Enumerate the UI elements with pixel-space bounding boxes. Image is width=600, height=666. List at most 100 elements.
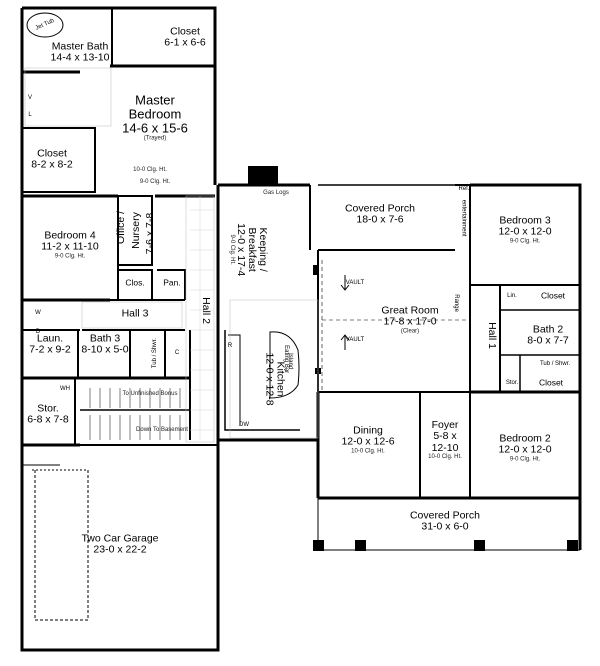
gas-logs-label: Gas Logs: [263, 189, 289, 196]
garage-dim: 23-0 x 22-2: [93, 544, 147, 556]
bath3-tub-label: Tub / Shwr.: [151, 338, 158, 369]
covered-porch-top-name: Covered Porch: [344, 202, 416, 215]
master-bath-label: Master Bath 14-4 x 13-10: [50, 40, 110, 65]
bedroom2-name: Bedroom 2: [499, 432, 551, 445]
keeping-dim: 12-0 x 17-4: [235, 223, 248, 277]
hall1-name: Hall 1: [485, 322, 498, 349]
bedroom4-clg: 9-0 Clg. Ht.: [54, 253, 86, 260]
bedroom3-clg: 9-0 Clg. Ht.: [509, 238, 541, 245]
dining-name: Dining: [353, 424, 383, 437]
kitchen-dim: 12-0 x 12-8: [263, 352, 276, 406]
great-room-dim: 17-8 x 17-0: [383, 315, 437, 328]
foyer-dim2: 12-10: [431, 441, 459, 454]
range-label: Range: [452, 294, 459, 312]
covered-porch-bottom-name: Covered Porch: [409, 509, 481, 522]
walls: [20, 6, 582, 652]
to-bonus-label: To Unfinished Bonus: [122, 390, 178, 397]
garage-label: Two Car Garage 23-0 x 22-2: [81, 532, 159, 557]
laun-dim: 7-2 x 9-2: [29, 344, 71, 356]
master-bedroom-clg1: 10-0 Clg. Ht.: [133, 166, 167, 173]
master-bedroom-note: (Trayed): [143, 135, 167, 142]
clos-label: Clos.: [125, 277, 145, 288]
stor-left-label: Stor. 6-8 x 7-8: [27, 402, 69, 427]
bath2-name: Bath 2: [532, 323, 564, 336]
garage-door: [34, 470, 89, 621]
r-label: R: [227, 342, 233, 349]
hall1-label: Hall 1: [485, 322, 498, 349]
ref-label: Ref.: [458, 185, 470, 192]
master-bedroom-clg2: 9-0 Clg. Ht.: [139, 178, 171, 185]
closet-top-dim: 6-1 x 6-6: [164, 37, 206, 49]
bath2-label: Bath 2 8-0 x 7-7: [527, 323, 568, 348]
master-bedroom-label: Master Bedroom 14-6 x 15-6 (Trayed): [122, 92, 188, 143]
bath3-name: Bath 3: [89, 332, 121, 345]
hall2-label: Hall 2: [199, 297, 212, 324]
bedroom3-dim: 12-0 x 12-0: [498, 225, 552, 238]
closet-left-label: Closet 8-2 x 8-2: [31, 148, 73, 172]
vault-arrows: [340, 275, 350, 350]
master-bath-dim: 14-4 x 13-10: [50, 52, 110, 64]
closet-left-dim: 8-2 x 8-2: [31, 159, 73, 171]
stor-right-label: Stor.: [505, 379, 519, 386]
vault-label-1: VAULT: [345, 279, 365, 286]
foyer-dim1: 5-8 x: [433, 430, 457, 443]
covered-porch-bottom-label: Covered Porch 31-0 x 6-0: [409, 509, 481, 534]
pan-label: Pan.: [163, 277, 181, 288]
dining-clg: 10-0 Clg. Ht.: [351, 448, 385, 455]
hall3-label: Hall 3: [121, 307, 149, 320]
covered-porch-bottom-dim: 31-0 x 6-0: [421, 521, 469, 533]
office-dim: 7-6 x 7-8: [144, 212, 157, 255]
master-bath-name: Master Bath: [51, 40, 109, 53]
bedroom4-name: Bedroom 4: [44, 229, 96, 242]
dining-dim: 12-0 x 12-6: [341, 435, 395, 448]
stor-left-dim: 6-8 x 7-8: [27, 414, 69, 426]
wh-label: WH: [60, 385, 70, 392]
master-bedroom-name: Master Bedroom: [128, 92, 182, 122]
great-room-label: Great Room 17-8 x 17-0 (Clear): [381, 305, 438, 334]
office-name2: Nursery: [129, 212, 142, 249]
stairs: [89, 388, 181, 440]
foyer-label: Foyer 5-8 x 12-10 10-0 Clg. Ht.: [428, 418, 462, 460]
stor-left-name: Stor.: [37, 402, 59, 415]
l-label: L: [28, 111, 32, 118]
v-label: V: [27, 94, 33, 101]
foyer-name: Foyer: [431, 418, 459, 431]
bath2-tub-label: Tub / Shwr.: [539, 360, 571, 367]
covered-porch-top-dim: 18-0 x 7-6: [356, 214, 404, 226]
island: [269, 331, 300, 399]
bath3-dim: 8-10 x 5-0: [81, 344, 129, 356]
laun-name: Laun.: [36, 332, 64, 345]
covered-porch-top-label: Covered Porch 18-0 x 7-6: [344, 202, 416, 227]
keeping-label: Keeping / Breakfast 12-0 x 17-4 9-0 Clg.…: [229, 223, 270, 277]
keeping-name2: Breakfast: [246, 227, 259, 272]
hall2-name: Hall 2: [199, 297, 212, 324]
porch-columns: [313, 265, 578, 551]
foyer-clg: 10-0 Clg. Ht.: [428, 453, 462, 460]
office-label: Office /: [115, 211, 127, 244]
bath3-label: Bath 3 8-10 x 5-0: [81, 332, 129, 357]
down-basement-label: Down To Basement: [136, 426, 188, 433]
washer-label: W: [35, 309, 41, 316]
dryer-label: D: [35, 328, 41, 335]
vault-label-2: VAULT: [345, 336, 365, 343]
bedroom3-label: Bedroom 3 12-0 x 12-0 9-0 Clg. Ht.: [498, 215, 551, 244]
bedroom4-label: Bedroom 4 11-2 x 11-10 9-0 Clg. Ht.: [41, 230, 98, 259]
garage-name: Two Car Garage: [81, 532, 159, 545]
bedroom3-name: Bedroom 3: [499, 214, 551, 227]
bedroom4-dim: 11-2 x 11-10: [41, 240, 99, 253]
dw-label: DW: [239, 421, 249, 428]
bedroom2-dim: 12-0 x 12-0: [498, 443, 552, 456]
c-label: C: [174, 349, 180, 356]
great-room-note: (Clear): [400, 328, 420, 335]
office-dim-text: 7-6 x 7-8: [144, 212, 157, 255]
closet-r1-label: Closet: [540, 290, 566, 301]
lin-label: Lin.: [507, 292, 517, 299]
closet-top-label: Closet 6-1 x 6-6: [164, 26, 206, 50]
dining-label: Dining 12-0 x 12-6 10-0 Clg. Ht.: [341, 425, 394, 454]
laun-label: Laun. 7-2 x 9-2: [29, 332, 71, 357]
entertainment-label: entertainment: [460, 199, 467, 237]
closet-r2-label: Closet: [538, 377, 564, 388]
bedroom2-label: Bedroom 2 12-0 x 12-0 9-0 Clg. Ht.: [498, 433, 551, 462]
keeping-name: Keeping /: [257, 227, 270, 272]
